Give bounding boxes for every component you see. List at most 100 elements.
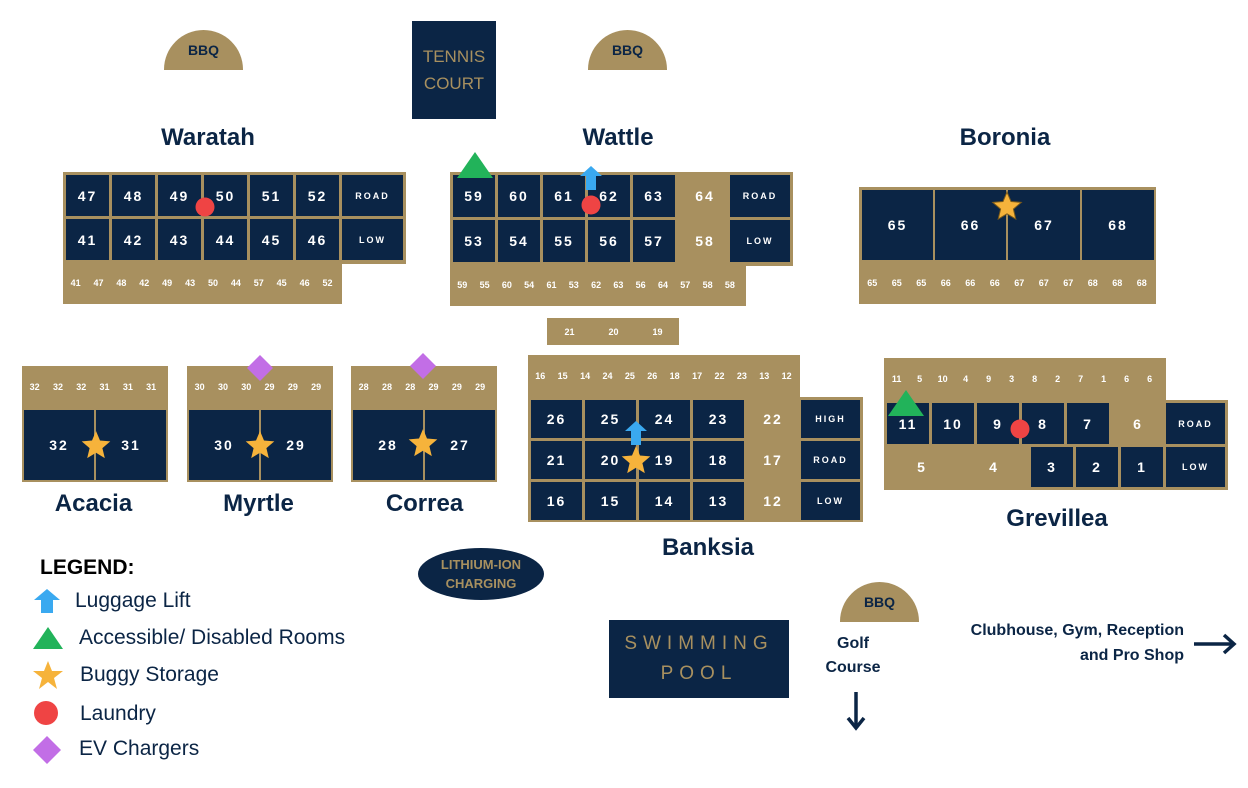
small-unit-cell: 18 — [664, 357, 685, 395]
small-unit-cell: 28 — [399, 368, 421, 406]
small-unit-cell: 31 — [117, 368, 139, 406]
small-unit-cell: 44 — [225, 264, 247, 302]
small-unit-cell: 23 — [731, 357, 753, 395]
small-unit-cell: 13 — [754, 357, 775, 395]
road-label: ROAD — [801, 441, 860, 479]
unit-cell-tan: 6 — [1112, 403, 1164, 444]
small-unit-cell: 68 — [1106, 264, 1129, 302]
unit-cell: 57 — [633, 220, 675, 262]
small-unit-cell: 17 — [686, 357, 708, 395]
small-unit-cell: 66 — [983, 264, 1007, 302]
unit-cell: 30 — [189, 410, 259, 480]
small-unit-cell: 25 — [619, 357, 641, 395]
buggy-star-icon — [33, 661, 63, 689]
arrow-down-icon — [846, 692, 866, 731]
unit-cell: 9 — [977, 403, 1019, 444]
small-unit-cell: 55 — [474, 266, 495, 304]
unit-cell: 42 — [112, 219, 155, 260]
low-label: LOW — [801, 482, 860, 520]
small-unit-cell: 30 — [235, 368, 257, 406]
small-unit-cell: 16 — [530, 357, 551, 395]
buggy-star-icon — [81, 431, 111, 459]
legend-luggage-lift: Luggage Lift — [75, 589, 191, 612]
tennis-court: TENNIS COURT — [412, 21, 496, 119]
title-boronia: Boronia — [959, 124, 1051, 151]
small-unit-cell: 49 — [156, 264, 178, 302]
unit-cell: 50 — [204, 175, 247, 216]
small-unit-cell: 66 — [959, 264, 982, 302]
unit-cell: 7 — [1067, 403, 1109, 444]
unit-cell: 16 — [531, 482, 582, 520]
small-unit-cell: 6 — [1139, 360, 1161, 398]
small-unit-cell: 60 — [496, 266, 518, 304]
small-unit-cell: 68 — [1081, 264, 1105, 302]
tennis-line1: TENNIS — [422, 47, 486, 66]
small-unit-cell: 24 — [597, 357, 618, 395]
bbq-wattle: BBQ — [588, 30, 667, 70]
tennis-line2: COURT — [423, 74, 485, 93]
luggage-lift-icon — [34, 589, 60, 613]
small-unit-cell: 53 — [563, 266, 585, 304]
unit-cell: 43 — [158, 219, 201, 260]
small-unit-cell: 31 — [93, 368, 116, 406]
unit-cell: 53 — [453, 220, 495, 262]
golf-course-label: Golf Course — [808, 632, 898, 680]
small-unit-cell: 8 — [1024, 360, 1046, 398]
lithium-line1: LITHIUM-ION — [440, 557, 522, 572]
small-unit-cell: 29 — [282, 368, 304, 406]
small-unit-cell: 29 — [422, 368, 445, 406]
ev-diamond-icon — [33, 736, 61, 764]
title-myrtle: Myrtle — [223, 490, 294, 517]
high-label: HIGH — [801, 400, 860, 438]
low-label: LOW — [342, 219, 403, 260]
unit-cell: 66 — [935, 190, 1006, 260]
small-unit-cell: 42 — [133, 264, 155, 302]
unit-cell: 60 — [498, 175, 540, 217]
unit-cell: 41 — [66, 219, 109, 260]
small-unit-cell: 28 — [376, 368, 398, 406]
unit-cell-tan: 58 — [683, 220, 727, 262]
golf-line1: Golf — [837, 635, 869, 652]
unit-cell: 1 — [1121, 447, 1163, 487]
laundry-dot-icon — [1010, 419, 1030, 439]
small-unit-cell: 59 — [452, 266, 473, 304]
ev-diamond-icon — [247, 355, 273, 381]
unit-cell: 47 — [66, 175, 109, 216]
small-unit-cell: 52 — [316, 264, 339, 302]
legend-buggy: Buggy Storage — [80, 663, 219, 686]
small-unit-cell: 56 — [630, 266, 651, 304]
small-unit-cell: 15 — [552, 357, 573, 395]
road-label: ROAD — [1166, 403, 1225, 444]
small-unit-cell: 46 — [294, 264, 316, 302]
unit-cell: 56 — [588, 220, 630, 262]
small-unit-cell: 20 — [593, 320, 634, 343]
unit-cell-tan: 5 — [887, 447, 957, 487]
luggage-lift-icon — [625, 421, 647, 445]
lithium-ion-charging: LITHIUM-ION CHARGING — [418, 548, 544, 600]
legend-laundry: Laundry — [80, 702, 156, 725]
unit-cell: 49 — [158, 175, 201, 216]
unit-cell: 23 — [693, 400, 744, 438]
accessible-icon — [888, 390, 924, 416]
unit-cell: 27 — [425, 410, 495, 480]
unit-cell: 54 — [498, 220, 540, 262]
title-acacia: Acacia — [54, 490, 133, 517]
small-unit-cell: 41 — [65, 264, 87, 302]
golf-line2: Course — [825, 659, 881, 676]
small-unit-cell: 68 — [1130, 264, 1154, 302]
unit-cell: 29 — [261, 410, 331, 480]
clubhouse-line2: and Pro Shop — [1080, 647, 1184, 664]
small-unit-cell: 26 — [642, 357, 663, 395]
small-unit-cell: 57 — [248, 264, 270, 302]
unit-cell: 28 — [353, 410, 423, 480]
ev-diamond-icon — [410, 353, 436, 379]
small-unit-cell: 58 — [697, 266, 718, 304]
unit-cell: 26 — [531, 400, 582, 438]
unit-cell: 13 — [693, 482, 744, 520]
small-unit-cell: 2 — [1047, 360, 1069, 398]
unit-cell: 31 — [96, 410, 166, 480]
unit-cell: 32 — [24, 410, 94, 480]
small-unit-cell: 1 — [1093, 360, 1115, 398]
small-unit-cell: 66 — [934, 264, 958, 302]
buggy-star-icon — [621, 446, 651, 474]
